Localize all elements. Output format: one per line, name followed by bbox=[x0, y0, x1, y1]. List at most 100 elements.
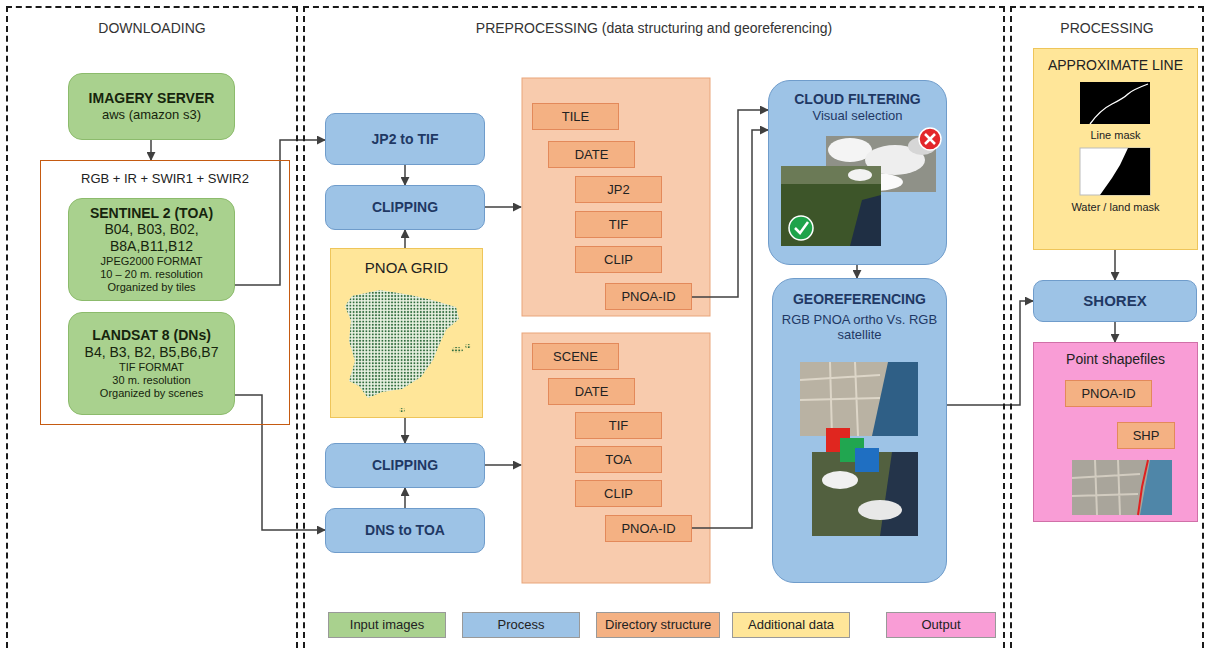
folder-box: SCENE bbox=[532, 343, 619, 370]
folder-box: TILE bbox=[532, 103, 619, 130]
node-text: TIF FORMAT bbox=[74, 361, 229, 374]
flow-arrow bbox=[235, 140, 325, 285]
flow-arrow bbox=[404, 230, 406, 248]
clear-image bbox=[781, 166, 881, 246]
cloud bbox=[848, 169, 872, 181]
folder-box: TIF bbox=[575, 412, 662, 439]
node-title: PNOA-ID bbox=[611, 521, 686, 537]
flow-arrow bbox=[856, 265, 858, 278]
cloudy-image bbox=[826, 128, 941, 192]
flow-arrow bbox=[485, 464, 521, 466]
folder-box: DATE bbox=[548, 378, 635, 405]
cloud bbox=[865, 145, 925, 175]
image-frame bbox=[826, 136, 936, 192]
legend-swatch: Additional data bbox=[732, 612, 850, 638]
node-title: LANDSAT 8 (DNs) bbox=[74, 327, 229, 344]
image-frame bbox=[781, 166, 881, 246]
node-title: TIF bbox=[581, 217, 656, 233]
node-text: Organized by scenes bbox=[74, 387, 229, 400]
node-text: B04, B03, B02, B8A,B11,B12 bbox=[74, 221, 229, 255]
terrain bbox=[781, 166, 881, 184]
flow-arrow bbox=[485, 206, 521, 208]
cloud bbox=[847, 173, 903, 191]
folder-box: JP2 bbox=[575, 176, 662, 203]
node-title: SHOREX bbox=[1039, 292, 1191, 310]
legend-swatch: Process bbox=[462, 612, 580, 638]
node-title: IMAGERY SERVER bbox=[74, 90, 229, 107]
reject-cross bbox=[925, 134, 935, 144]
node-title: RGB + IR + SWIR1 + SWIR2 bbox=[46, 171, 284, 187]
folder-box: TIF bbox=[575, 211, 662, 238]
spain-grid-map bbox=[345, 290, 471, 412]
sea bbox=[880, 452, 918, 536]
map-island bbox=[465, 344, 471, 348]
cloud bbox=[858, 500, 902, 520]
image-frame bbox=[800, 362, 918, 436]
output-box: Point shapefilesPNOA-IDSHP bbox=[1033, 342, 1198, 522]
flow-arrow bbox=[947, 301, 1033, 405]
input-box: LANDSAT 8 (DNs)B4, B3, B2, B5,B6,B7TIF F… bbox=[68, 312, 235, 415]
input-box: IMAGERY SERVERaws (amazon s3) bbox=[68, 73, 235, 140]
node-title: TOA bbox=[581, 452, 656, 468]
folder-box: CLIP bbox=[575, 480, 662, 507]
ortho-image bbox=[800, 362, 918, 436]
shoreline bbox=[1090, 84, 1148, 124]
reject-mark bbox=[919, 128, 941, 150]
node-title: CLOUD FILTERING bbox=[774, 91, 941, 108]
node-title: PNOA-ID bbox=[611, 289, 686, 305]
legend-swatch: Output bbox=[886, 612, 996, 638]
map-grid bbox=[345, 290, 459, 398]
legend-text: Process bbox=[498, 617, 545, 633]
legend-text: Directory structure bbox=[605, 617, 711, 633]
cloud bbox=[828, 138, 872, 162]
image-frame bbox=[1080, 82, 1150, 124]
legend-swatch: Directory structure bbox=[596, 612, 720, 638]
flow-arrow bbox=[404, 165, 406, 185]
folder-box: CLIP bbox=[575, 246, 662, 273]
node-text: Water / land mask bbox=[1039, 201, 1192, 214]
image-frame bbox=[1072, 460, 1172, 515]
node-title: TILE bbox=[538, 109, 613, 125]
node-title: JP2 bbox=[581, 182, 656, 198]
node-title: Point shapefiles bbox=[1039, 351, 1192, 368]
process-box: DNS to TOA bbox=[325, 508, 485, 553]
node-title: TIF bbox=[581, 418, 656, 434]
node-title: SENTINEL 2 (TOA) bbox=[74, 205, 229, 222]
process-box: CLIPPING bbox=[325, 443, 485, 488]
node-title: CLIP bbox=[581, 252, 656, 268]
accept-check bbox=[795, 222, 808, 233]
red-band bbox=[826, 428, 850, 452]
accept-mark bbox=[789, 216, 813, 240]
node-title: DATE bbox=[554, 147, 629, 163]
process-box: CLOUD FILTERINGVisual selection bbox=[768, 80, 947, 265]
legend-text: Input images bbox=[350, 617, 424, 633]
input-box: SENTINEL 2 (TOA)B04, B03, B02, B8A,B11,B… bbox=[68, 198, 235, 301]
node-title: CLIP bbox=[581, 486, 656, 502]
node-title: PNOA GRID bbox=[336, 259, 477, 277]
node-title: DNS to TOA bbox=[331, 522, 479, 539]
satellite-image bbox=[812, 452, 918, 536]
data-box: PNOA GRID bbox=[330, 248, 483, 418]
node-text: 30 m. resolution bbox=[74, 374, 229, 387]
stage-panel: PREPROCESSING (data structuring and geor… bbox=[303, 6, 1005, 648]
node-text: B4, B3, B2, B5,B6,B7 bbox=[74, 344, 229, 361]
blue-band bbox=[855, 448, 879, 472]
folder-box: DATE bbox=[548, 141, 635, 168]
folder-box: PNOA-ID bbox=[605, 515, 692, 542]
water bbox=[1100, 148, 1150, 195]
sea bbox=[872, 362, 918, 436]
node-title: SCENE bbox=[538, 349, 613, 365]
image-frame bbox=[1080, 148, 1150, 195]
node-text: Line mask bbox=[1039, 129, 1192, 142]
stage-panel: DOWNLOADINGIMAGERY SERVERaws (amazon s3)… bbox=[6, 6, 298, 648]
green-band bbox=[840, 438, 864, 462]
directory-panel bbox=[522, 78, 710, 316]
flow-arrow bbox=[404, 418, 406, 443]
image-frame bbox=[812, 452, 918, 536]
rgb-bands bbox=[826, 428, 879, 472]
node-text: Organized by tiles bbox=[74, 281, 229, 294]
node-title: SHP bbox=[1123, 428, 1169, 444]
folder-box: PNOA-ID bbox=[605, 283, 692, 310]
folder-box: SHP bbox=[1117, 422, 1175, 449]
